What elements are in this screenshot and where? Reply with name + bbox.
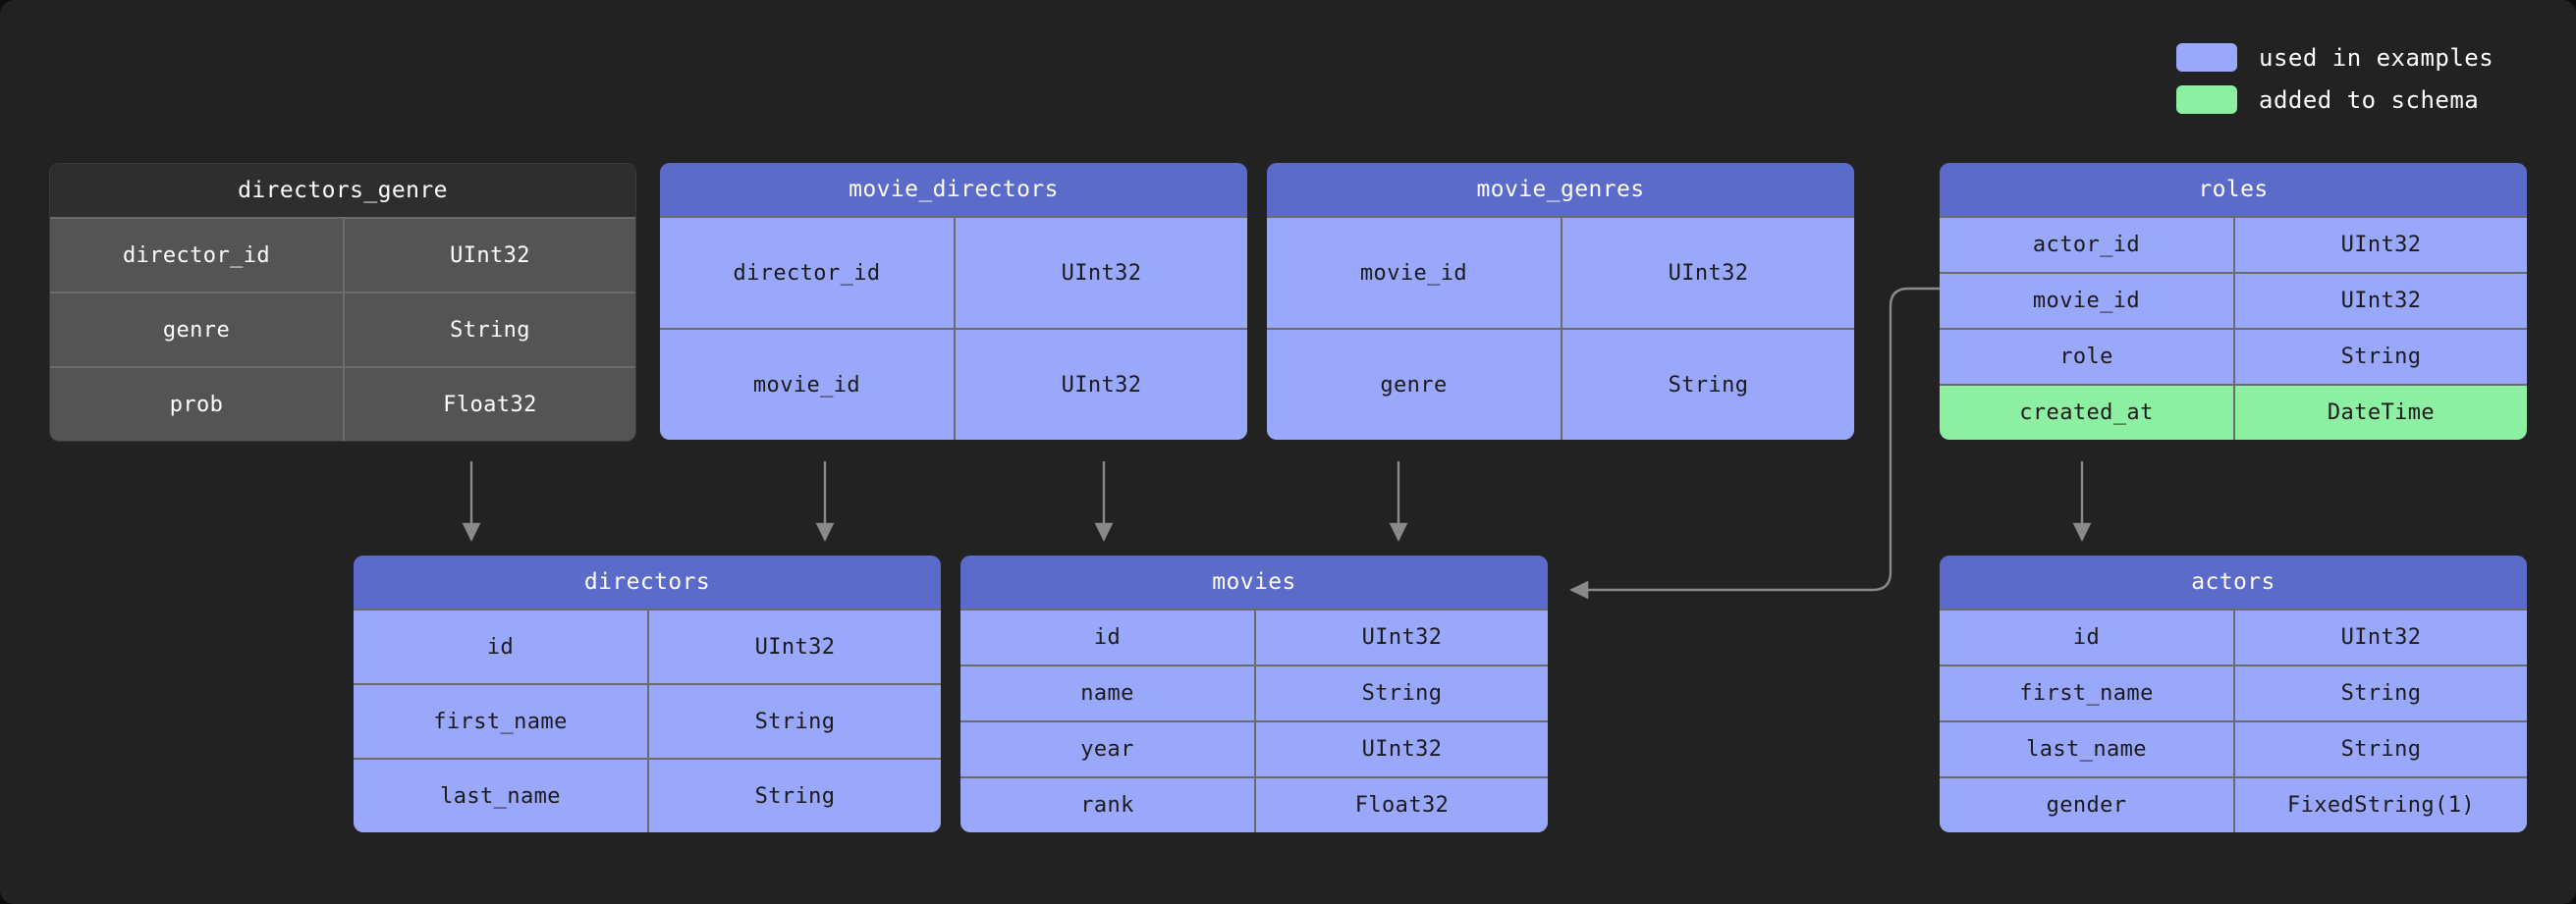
legend-swatch-added-to-schema: [2176, 85, 2237, 114]
table-directors[interactable]: directors id UInt32 first_name String la…: [354, 556, 941, 832]
table-title-actors: actors: [1940, 556, 2527, 609]
column-type-cell: UInt32: [1254, 722, 1548, 776]
table-row[interactable]: movie_id UInt32: [1940, 272, 2527, 328]
column-name-cell: first_name: [2019, 681, 2154, 706]
column-name-cell: actor_id: [2032, 233, 2141, 257]
column-name-cell: id: [1093, 625, 1122, 650]
column-name-cell: movie_id: [752, 372, 861, 398]
column-name-cell: first_name: [433, 709, 568, 734]
column-type-cell: UInt32: [1561, 218, 1854, 328]
table-directors_genre[interactable]: directors_genre director_id UInt32 genre…: [49, 163, 636, 442]
column-name-cell: last_name: [2026, 737, 2147, 762]
table-row[interactable]: name String: [960, 665, 1548, 720]
table-row[interactable]: role String: [1940, 328, 2527, 384]
column-type-cell: UInt32: [343, 219, 635, 292]
table-row[interactable]: movie_id UInt32: [660, 328, 1247, 440]
table-row[interactable]: genre String: [1267, 328, 1854, 440]
column-name-cell: last_name: [440, 783, 561, 809]
column-name-cell: director_id: [122, 242, 271, 268]
column-name-cell: gender: [2046, 793, 2127, 818]
column-type-cell: String: [343, 293, 635, 366]
column-type-cell: String: [1561, 330, 1854, 440]
table-row[interactable]: last_name String: [1940, 720, 2527, 776]
table-row[interactable]: gender FixedString(1): [1940, 776, 2527, 832]
column-type-cell: Float32: [343, 368, 635, 441]
column-name-cell: genre: [1380, 372, 1448, 398]
column-name-cell: movie_id: [2032, 289, 2141, 313]
column-type-cell: UInt32: [2233, 218, 2527, 272]
table-row[interactable]: first_name String: [1940, 665, 2527, 720]
table-title-roles: roles: [1940, 163, 2527, 216]
table-title-movies: movies: [960, 556, 1548, 609]
column-type-cell: FixedString(1): [2233, 778, 2527, 832]
column-type-cell: UInt32: [2233, 274, 2527, 328]
column-type-cell: String: [1254, 666, 1548, 720]
column-name-cell: movie_id: [1359, 260, 1468, 286]
column-type-cell: Float32: [1254, 778, 1548, 832]
column-name-cell: id: [2072, 625, 2101, 650]
table-row[interactable]: last_name String: [354, 758, 941, 832]
legend-item-used-in-examples: used in examples: [2176, 43, 2509, 72]
table-row[interactable]: rank Float32: [960, 776, 1548, 832]
table-row[interactable]: director_id UInt32: [50, 217, 635, 292]
column-type-cell: String: [647, 760, 941, 832]
legend: used in examples added to schema: [2176, 43, 2509, 114]
table-row[interactable]: genre String: [50, 292, 635, 366]
column-type-cell: UInt32: [954, 330, 1247, 440]
legend-item-added-to-schema: added to schema: [2176, 85, 2509, 114]
column-name-cell: genre: [162, 317, 231, 343]
table-movies[interactable]: movies id UInt32 name String year UInt32…: [960, 556, 1548, 832]
column-name-cell: id: [486, 634, 515, 660]
table-movie_genres[interactable]: movie_genres movie_id UInt32 genre Strin…: [1267, 163, 1854, 440]
table-movie_directors[interactable]: movie_directors director_id UInt32 movie…: [660, 163, 1247, 440]
legend-swatch-used-in-examples: [2176, 43, 2237, 72]
column-type-cell: UInt32: [647, 611, 941, 683]
column-name-cell: year: [1080, 737, 1134, 762]
table-title-movie_directors: movie_directors: [660, 163, 1247, 216]
table-title-directors: directors: [354, 556, 941, 609]
legend-label-used-in-examples: used in examples: [2259, 43, 2494, 72]
table-row[interactable]: id UInt32: [960, 609, 1548, 665]
column-type-cell: String: [2233, 330, 2527, 384]
column-name-cell: director_id: [733, 260, 881, 286]
table-title-directors_genre: directors_genre: [50, 164, 635, 217]
column-type-cell: UInt32: [954, 218, 1247, 328]
table-row-added[interactable]: created_at DateTime: [1940, 384, 2527, 440]
table-row[interactable]: movie_id UInt32: [1267, 216, 1854, 328]
table-roles[interactable]: roles actor_id UInt32 movie_id UInt32 ro…: [1940, 163, 2527, 440]
column-name-cell: role: [2059, 345, 2113, 369]
column-name-cell: prob: [169, 392, 224, 417]
column-name-cell: rank: [1080, 793, 1134, 818]
table-actors[interactable]: actors id UInt32 first_name String last_…: [1940, 556, 2527, 832]
column-name-cell: name: [1080, 681, 1134, 706]
table-row[interactable]: id UInt32: [1940, 609, 2527, 665]
column-type-cell: String: [647, 685, 941, 758]
table-row[interactable]: actor_id UInt32: [1940, 216, 2527, 272]
table-row[interactable]: id UInt32: [354, 609, 941, 683]
table-row[interactable]: first_name String: [354, 683, 941, 758]
table-row[interactable]: director_id UInt32: [660, 216, 1247, 328]
legend-label-added-to-schema: added to schema: [2259, 85, 2480, 114]
table-row[interactable]: year UInt32: [960, 720, 1548, 776]
table-title-movie_genres: movie_genres: [1267, 163, 1854, 216]
table-row[interactable]: prob Float32: [50, 366, 635, 441]
column-name-cell: created_at: [2019, 400, 2154, 425]
column-type-cell: UInt32: [1254, 611, 1548, 665]
column-type-cell: String: [2233, 722, 2527, 776]
column-type-cell: String: [2233, 666, 2527, 720]
column-type-cell: DateTime: [2233, 386, 2527, 440]
column-type-cell: UInt32: [2233, 611, 2527, 665]
